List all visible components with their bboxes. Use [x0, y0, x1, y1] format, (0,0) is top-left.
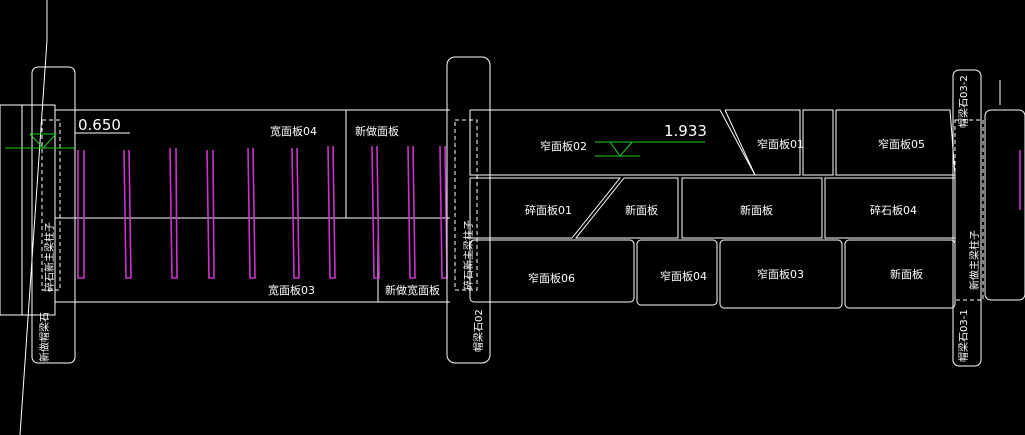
pile: [123, 149, 132, 279]
panel-gravel-01: [469, 177, 622, 239]
left-beam-label: 碎石新主梁柱子: [43, 222, 56, 292]
panel-wide-04-label: 宽面板04: [270, 124, 317, 138]
left-elevation-value: 0.650: [78, 116, 121, 134]
right-beam-label: 新做主梁柱子: [968, 230, 981, 290]
panel-narrow-06: [469, 239, 635, 303]
middle-elevation-value: 1.933: [664, 122, 707, 140]
panel-new-a-label: 新面板: [625, 203, 658, 217]
panel-new-b-label: 新面板: [740, 203, 773, 217]
panel-narrow-01-label: 窄面板01: [757, 137, 804, 151]
pile: [291, 147, 300, 279]
pile: [407, 145, 416, 279]
pile: [439, 145, 448, 279]
panel-narrow-01: [724, 109, 801, 176]
panel-narrow-05-label: 窄面板05: [878, 137, 925, 151]
panel-narrow-03-label: 窄面板03: [757, 267, 804, 281]
middle-cap-beam-outline: [446, 56, 491, 364]
left-cap-beam-outline: [31, 66, 76, 364]
middle-beam-label: 碎石新主梁柱子: [462, 220, 475, 290]
panel-new-upper-label: 新做面板: [355, 124, 399, 138]
pile: [169, 147, 178, 279]
panel-narrow-06-label: 窄面板06: [528, 271, 575, 285]
panel-narrow-04: [636, 239, 718, 306]
panel-gravel-04-label: 碎石板04: [870, 203, 917, 217]
panel-narrow-02-label: 窄面板02: [540, 139, 587, 153]
middle-beam-dashed: [454, 119, 478, 291]
panel-new-a: [574, 177, 679, 239]
left-abutment-box: [0, 104, 56, 316]
panel-narrow-04-label: 窄面板04: [660, 269, 707, 283]
panel-gravel-01-label: 碎面板01: [525, 203, 572, 217]
panel-small: [802, 109, 834, 176]
pile: [371, 145, 380, 279]
panel-new-b: [681, 177, 823, 239]
panel-new-c-label: 新面板: [890, 267, 923, 281]
pile: [77, 150, 85, 279]
left-cap-label: 新做帽梁石: [38, 312, 51, 362]
pile-group: [77, 145, 448, 279]
pile: [327, 145, 336, 279]
right-cap-top-label: 帽梁石03-2: [957, 75, 970, 128]
right-cap-bottom-label: 帽梁石03-1: [957, 309, 970, 362]
panel-new-wide-label: 新做宽面板: [385, 283, 440, 297]
panel-narrow-03: [719, 239, 843, 309]
panel-gravel-04: [824, 177, 956, 239]
middle-elevation-triangle: [609, 141, 633, 157]
pile: [247, 147, 256, 279]
middle-cap-label: 帽梁石02: [472, 309, 485, 352]
pile: [206, 149, 215, 279]
right-cap-beam-outline: [952, 69, 982, 367]
left-beam-dashed: [41, 119, 61, 291]
panel-wide-03-label: 宽面板03: [268, 283, 315, 297]
right-beam-dashed: [954, 119, 984, 301]
left-elevation-triangle: [29, 133, 58, 149]
right-abutment-box: [984, 109, 1025, 301]
reference-line: [19, 39, 48, 435]
